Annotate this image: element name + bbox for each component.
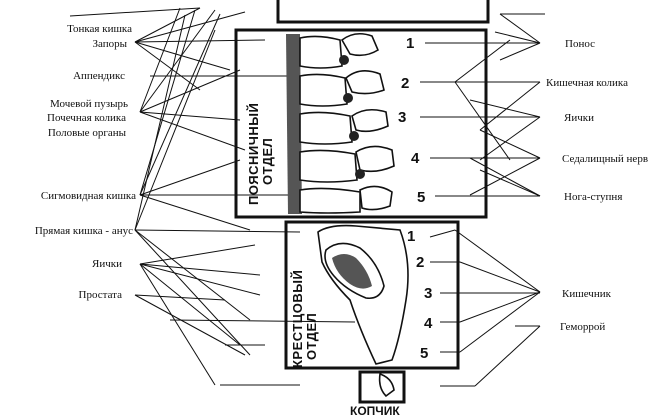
thoracic-box-partial (276, 0, 490, 24)
connector-lines (69, 7, 545, 387)
label-thin-intestine: Тонкая кишка (67, 23, 132, 35)
sacral-title-line2: ОТДЕЛ (304, 313, 319, 360)
left-labels: Тонкая кишка Запоры Аппендикс Мочевой пу… (35, 23, 136, 301)
sacral-section: КРЕСТЦОВЫЙ ОТДЕЛ 1 2 3 4 5 (284, 220, 460, 370)
lumbar-number-5: 5 (417, 189, 425, 206)
sacral-number-5: 5 (420, 345, 428, 362)
label-rectum-anus: Прямая кишка - анус (35, 225, 133, 237)
label-sciatic-nerve: Седалищный нерв (562, 153, 648, 165)
label-testicles-right: Яички (564, 112, 594, 124)
right-labels: Понос Кишечная колика Яички Седалищный н… (546, 38, 648, 333)
lumbar-title-line2: ОТДЕЛ (260, 138, 275, 185)
label-appendix: Аппендикс (73, 70, 125, 82)
label-diarrhea: Понос (565, 38, 595, 50)
label-intestinal-colic: Кишечная колика (546, 77, 628, 89)
sacral-number-1: 1 (407, 228, 415, 245)
label-sigmoid-colon: Сигмовидная кишка (41, 190, 136, 202)
sacral-number-4: 4 (424, 315, 433, 332)
sacral-title-line1: КРЕСТЦОВЫЙ (290, 270, 305, 368)
lumbar-number-3: 3 (398, 109, 406, 126)
coccyx-box (358, 370, 406, 404)
label-intestine: Кишечник (562, 288, 612, 300)
label-hemorrhoids: Геморрой (560, 321, 605, 333)
coccyx-title: КОПЧИК (350, 404, 400, 418)
lumbar-number-4: 4 (411, 150, 420, 167)
lumbar-number-1: 1 (406, 35, 414, 52)
label-genitals: Половые органы (48, 127, 127, 139)
lumbar-title-line1: ПОЯСНИЧНЫЙ (246, 103, 261, 205)
sacral-number-2: 2 (416, 254, 424, 271)
label-prostate: Простата (79, 289, 123, 301)
sacral-number-3: 3 (424, 285, 432, 302)
label-renal-colic: Почечная колика (47, 112, 126, 124)
label-constipation: Запоры (92, 38, 127, 50)
label-testicles-left: Яички (92, 258, 122, 270)
sacral-box (284, 220, 460, 370)
lumbar-section: ПОЯСНИЧНЫЙ ОТДЕЛ 1 2 3 4 5 (234, 28, 488, 219)
lumbar-number-2: 2 (401, 75, 409, 92)
coccyx-section: КОПЧИК (350, 370, 406, 418)
label-bladder: Мочевой пузырь (50, 98, 128, 110)
label-leg-foot: Нога-ступня (564, 191, 622, 203)
lumbar-box (234, 28, 488, 219)
